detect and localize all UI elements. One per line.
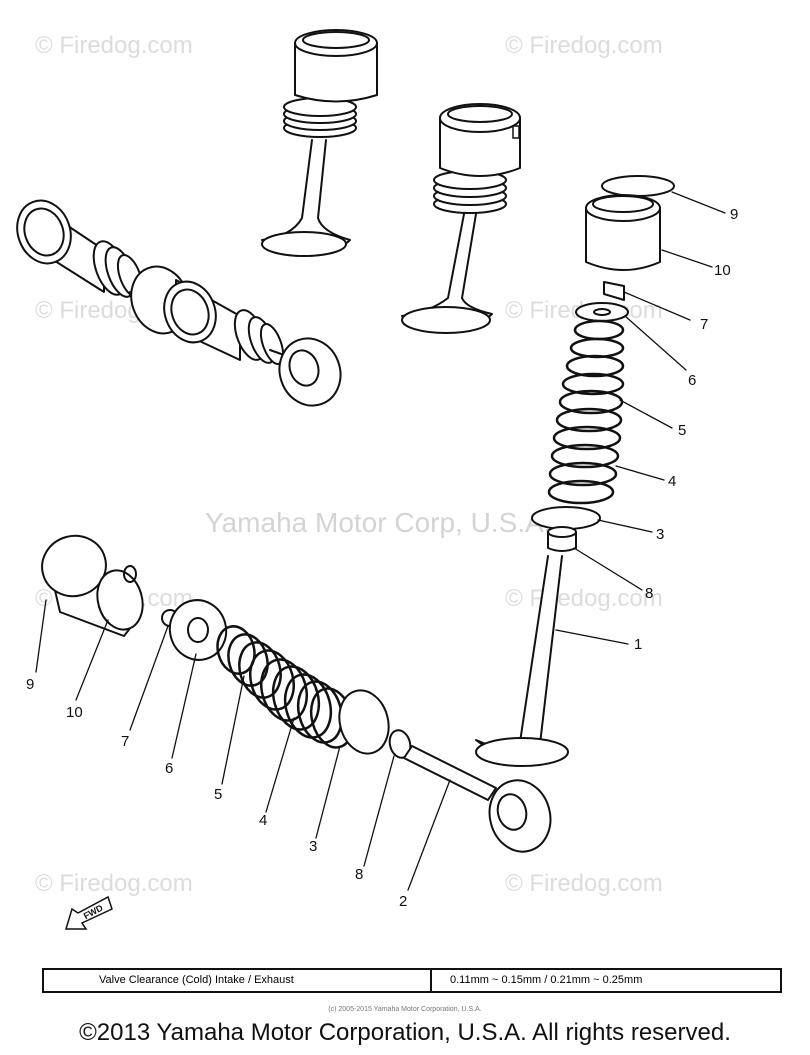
callout-10: 10 — [66, 704, 83, 721]
callout-7: 7 — [700, 316, 709, 333]
lower-left-exploded-valve — [41, 534, 552, 853]
spec-value: 0.11mm ~ 0.15mm / 0.21mm ~ 0.25mm — [450, 974, 643, 986]
callout-8: 8 — [355, 866, 364, 883]
callout-9: 9 — [26, 676, 35, 693]
upper-left-valve-pair — [16, 199, 342, 407]
part-10-lifter — [585, 207, 661, 271]
valve-clearance-spec: Valve Clearance (Cold) Intake / Exhaust … — [42, 968, 782, 993]
callout-10: 10 — [714, 262, 731, 279]
part-9-shim — [601, 175, 675, 197]
part-7-cotter — [603, 281, 625, 301]
watermark-center: Yamaha Motor Corp, U.S.A. — [205, 507, 552, 538]
callout-5: 5 — [214, 786, 223, 803]
copyright-footer: ©2013 Yamaha Motor Corporation, U.S.A. A… — [79, 1019, 731, 1046]
spec-label: Valve Clearance (Cold) Intake / Exhaust — [44, 970, 432, 991]
part-3-seat — [531, 506, 601, 530]
callout-6: 6 — [688, 372, 697, 389]
part-1-valve — [475, 555, 567, 766]
upper-valve-assembly-b — [401, 103, 521, 334]
small-copyright: (c) 2005-2015 Yamaha Motor Corporation, … — [328, 1006, 482, 1013]
callout-3: 3 — [656, 526, 665, 543]
callout-5: 5 — [678, 422, 687, 439]
callout-7: 7 — [121, 733, 130, 750]
watermark: © Firedog.com — [35, 32, 193, 59]
callout-9: 9 — [730, 206, 739, 223]
callout-4: 4 — [668, 473, 677, 490]
watermark: © Firedog.com — [35, 870, 193, 897]
callout-2: 2 — [399, 893, 408, 910]
lower-springs — [216, 625, 355, 749]
upper-valve-assembly-a — [261, 29, 378, 257]
callout-1: 1 — [634, 636, 643, 653]
right-exploded-valve — [475, 175, 675, 767]
callout-3: 3 — [309, 838, 318, 855]
leader-lines-left — [35, 599, 451, 891]
watermark: © Firedog.com — [505, 870, 663, 897]
callout-6: 6 — [165, 760, 174, 777]
watermark: © Firedog.com — [505, 585, 663, 612]
part-5-4-springs — [547, 319, 625, 505]
watermark: © Firedog.com — [505, 32, 663, 59]
callout-4: 4 — [259, 812, 268, 829]
leader-lines-right — [555, 191, 726, 645]
fwd-arrow-icon: FWD — [64, 895, 114, 931]
callout-8: 8 — [645, 585, 654, 602]
part-6-retainer — [575, 302, 629, 322]
